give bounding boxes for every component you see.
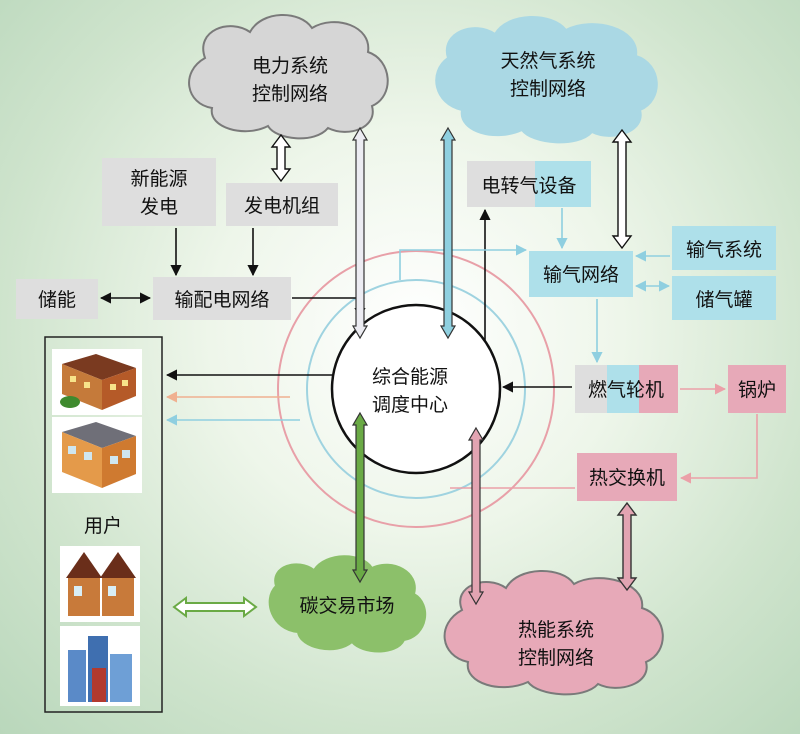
new-energy-box[interactable]: 新能源 发电 [102,158,216,226]
storage-box[interactable]: 储能 [16,279,98,319]
arrow-heat-exchanger [616,501,638,592]
heat-exchanger-box[interactable]: 热交换机 [577,453,677,501]
gas-control-label-1: 天然气系统 [500,50,595,72]
gas-network-box[interactable]: 输气网络 [529,251,633,297]
dispatch-center-label-1: 综合能源 [372,366,448,388]
arrow-carbon-center [351,411,369,584]
heat-control-label-1: 热能系统 [518,619,594,641]
heat-control-cloud[interactable]: 热能系统 控制网络 [443,570,664,696]
p2g-box[interactable]: 电转气设备 [467,161,591,207]
carbon-market-cloud[interactable]: 碳交易市场 [268,555,427,653]
arrow-power-generator [270,133,292,183]
gas-ring [306,279,526,499]
heat-control-label-2: 控制网络 [518,647,594,669]
users-label: 用户 [84,515,122,537]
new-energy-label-1: 新能源 [130,168,187,190]
gas-network-label: 输气网络 [543,264,619,286]
power-control-cloud[interactable]: 电力系统 控制网络 [188,14,389,140]
generator-box[interactable]: 发电机组 [226,183,338,226]
boiler-label: 锅炉 [738,379,776,401]
arrow-users-carbon [172,596,258,618]
gas-tank-box[interactable]: 储气罐 [672,276,776,320]
power-control-label-1: 电力系统 [252,55,328,77]
carbon-market-label: 碳交易市场 [299,595,394,617]
gas-control-cloud[interactable]: 天然气系统 控制网络 [435,16,658,144]
heat-exchanger-label: 热交换机 [589,467,665,489]
new-energy-label-2: 发电 [140,196,178,218]
distribution-box[interactable]: 输配电网络 [153,277,291,320]
connector-black [99,208,572,393]
arrow-gas-center [439,126,457,340]
arrow-gas-network [611,128,633,250]
connector-blue [165,208,671,426]
power-control-label-2: 控制网络 [252,83,328,105]
building-icon-2 [52,417,142,493]
gas-turbine-box[interactable]: 燃气轮机 [575,365,678,413]
arrow-power-center [351,126,369,340]
users-frame [44,336,163,713]
storage-label: 储能 [38,289,76,311]
p2g-label: 电转气设备 [481,175,576,197]
building-icon-3 [60,546,140,622]
distribution-label: 输配电网络 [174,289,269,311]
heat-ring [277,250,555,528]
gas-control-label-2: 控制网络 [510,78,586,100]
boiler-box[interactable]: 锅炉 [728,365,786,413]
building-icon-4 [60,626,140,706]
connector-pink [450,383,758,489]
dispatch-center[interactable]: 综合能源 调度中心 [330,303,502,475]
dispatch-center-label-2: 调度中心 [372,394,448,416]
gas-transmission-label: 输气系统 [686,239,762,261]
gas-transmission-box[interactable]: 输气系统 [672,226,776,270]
building-icon-1 [52,349,142,415]
generator-label: 发电机组 [244,195,320,217]
gas-tank-label: 储气罐 [695,289,752,311]
arrow-heat-center [467,426,485,606]
gas-turbine-label: 燃气轮机 [588,379,664,401]
